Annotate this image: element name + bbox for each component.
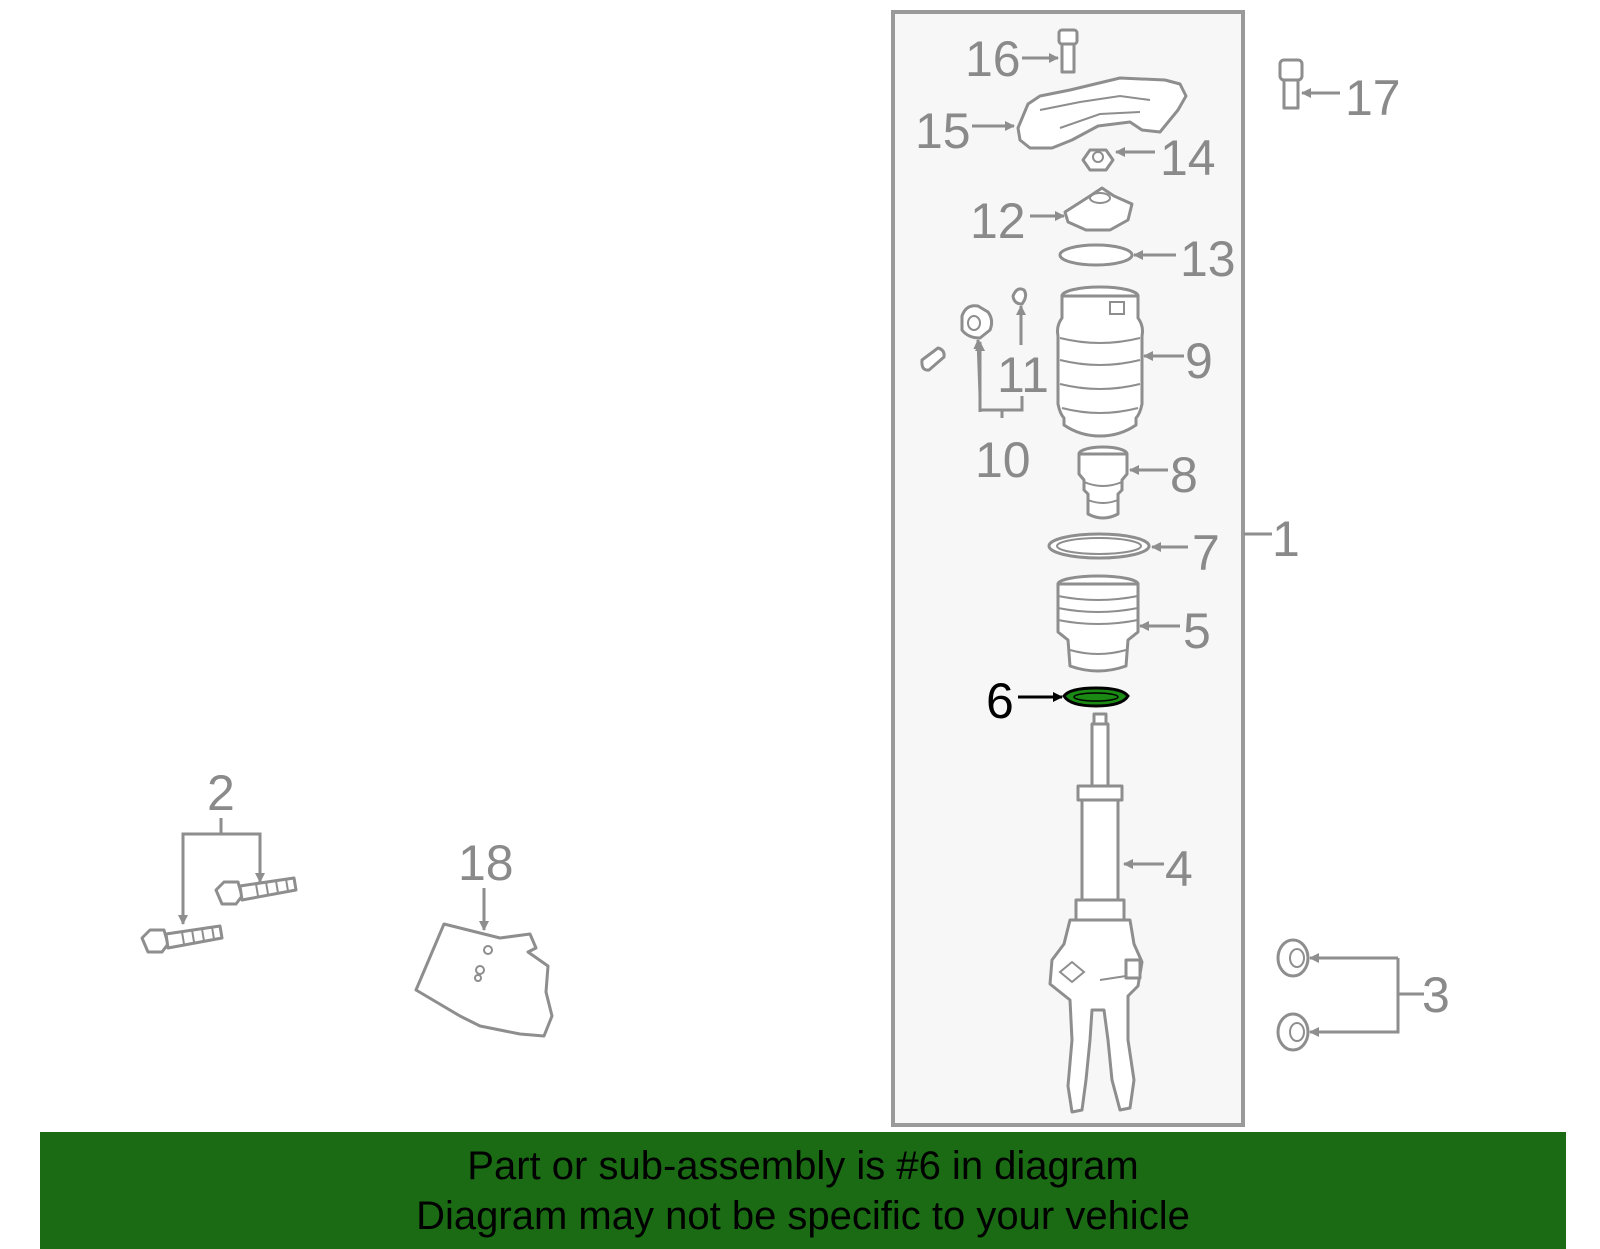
part-8-bump-stop[interactable] bbox=[1077, 445, 1129, 520]
part-18-shield[interactable] bbox=[414, 922, 554, 1038]
part-3-nut-lower[interactable] bbox=[1276, 1012, 1310, 1052]
callout-16: 16 bbox=[965, 31, 1021, 87]
part-11-valve-cap[interactable] bbox=[1011, 287, 1028, 306]
part-12-upper-mount[interactable] bbox=[1063, 186, 1134, 232]
callout-15: 15 bbox=[915, 103, 971, 159]
callout-17: 17 bbox=[1345, 70, 1401, 126]
callout-10: 10 bbox=[975, 432, 1031, 488]
part-9-air-spring[interactable] bbox=[1056, 285, 1144, 438]
callout-13: 13 bbox=[1180, 231, 1236, 287]
part-6-seal-highlighted[interactable] bbox=[1062, 686, 1130, 708]
part-10-valve-bushing[interactable] bbox=[960, 304, 994, 340]
part-4-shock-absorber[interactable] bbox=[1048, 712, 1144, 1114]
part-5-dust-boot[interactable] bbox=[1056, 574, 1140, 673]
callout-12: 12 bbox=[970, 193, 1026, 249]
callout-7: 7 bbox=[1192, 525, 1220, 581]
callout-6: 6 bbox=[986, 673, 1014, 729]
part-13-ring[interactable] bbox=[1058, 243, 1134, 267]
callout-4: 4 bbox=[1165, 841, 1193, 897]
part-7-ring[interactable] bbox=[1047, 532, 1151, 560]
part-3-nut-upper[interactable] bbox=[1276, 938, 1310, 978]
part-16-bolt[interactable] bbox=[1057, 28, 1079, 74]
part-14-nut[interactable] bbox=[1081, 148, 1115, 172]
banner-line-2: Diagram may not be specific to your vehi… bbox=[416, 1193, 1190, 1238]
part-15-mount-bracket[interactable] bbox=[1016, 76, 1188, 150]
callout-9: 9 bbox=[1185, 333, 1213, 389]
part-2-bolt-lower[interactable] bbox=[140, 924, 224, 954]
callout-11: 11 bbox=[997, 347, 1049, 403]
callout-8: 8 bbox=[1170, 447, 1198, 503]
part-17-bolt[interactable] bbox=[1278, 58, 1304, 110]
part-10-valve-pin[interactable] bbox=[920, 346, 946, 372]
callout-1: 1 bbox=[1272, 511, 1300, 567]
callout-14: 14 bbox=[1160, 130, 1216, 186]
callout-5: 5 bbox=[1183, 603, 1211, 659]
part-2-bolt-upper[interactable] bbox=[214, 876, 298, 906]
callout-18: 18 bbox=[458, 835, 514, 891]
callout-2: 2 bbox=[207, 765, 235, 821]
banner-line-1: Part or sub-assembly is #6 in diagram bbox=[467, 1143, 1139, 1188]
info-banner: Part or sub-assembly is #6 in diagram Di… bbox=[40, 1132, 1566, 1249]
callout-3: 3 bbox=[1422, 967, 1450, 1023]
